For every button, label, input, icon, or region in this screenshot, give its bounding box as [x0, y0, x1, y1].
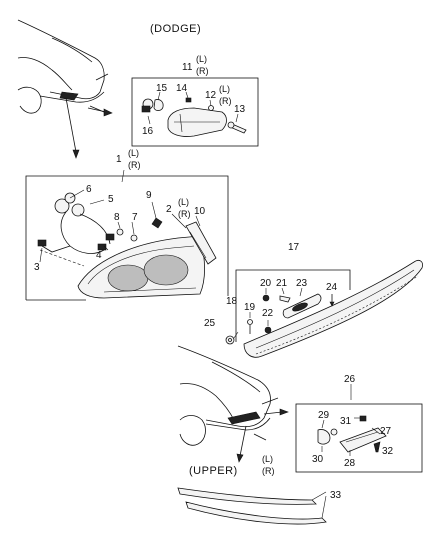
dodge-heading: (DODGE) — [150, 23, 201, 35]
callout-26: 26 — [344, 374, 356, 385]
callout-14: 14 — [176, 83, 188, 94]
tail-lamp-box — [25, 169, 229, 301]
callout-30: 30 — [312, 454, 324, 465]
callout-1-r: (R) — [128, 160, 141, 170]
upper-heading: (UPPER) — [189, 465, 238, 477]
callout-27: 27 — [380, 426, 392, 437]
callout-12-l: (L) — [219, 84, 230, 94]
callout-1-l: (L) — [128, 148, 139, 158]
callout-1: 1 — [116, 154, 122, 165]
callout-12: 12 — [205, 90, 217, 101]
callout-8: 8 — [114, 212, 120, 223]
license-lamp-box — [295, 384, 423, 473]
callout-3: 3 — [34, 262, 40, 273]
callout-19: 19 — [244, 302, 256, 313]
callout-25: 25 — [204, 318, 216, 329]
callout-5: 5 — [108, 194, 114, 205]
callout-29: 29 — [318, 410, 330, 421]
callout-20: 20 — [260, 278, 272, 289]
callout-9: 9 — [146, 190, 152, 201]
callout-33-r: (R) — [262, 466, 275, 476]
callout-32: 32 — [382, 446, 394, 457]
callout-11-l: (L) — [196, 54, 207, 64]
callout-33-l: (L) — [262, 454, 273, 464]
side-marker-box — [131, 77, 259, 147]
callout-15: 15 — [156, 83, 168, 94]
callout-22: 22 — [262, 308, 274, 319]
callout-labels: 11 (L) (R) 15 14 12 (L) (R) 13 16 1 (L) … — [34, 54, 394, 501]
callout-23: 23 — [296, 278, 308, 289]
callout-11: 11 — [182, 62, 193, 73]
rear-spoiler-group — [225, 260, 423, 358]
callout-13: 13 — [234, 104, 246, 115]
callout-24: 24 — [326, 282, 338, 293]
callout-16: 16 — [142, 126, 154, 137]
callout-12-r: (R) — [219, 96, 232, 106]
callout-31: 31 — [340, 416, 352, 427]
callout-33: 33 — [330, 490, 342, 501]
callout-11-r: (R) — [196, 66, 209, 76]
lower-car-rear-view — [177, 345, 279, 446]
callout-18: 18 — [226, 296, 238, 307]
callout-7: 7 — [132, 212, 138, 223]
top-car-rear-view — [17, 19, 109, 114]
callout-6: 6 — [86, 184, 92, 195]
callout-21: 21 — [276, 278, 288, 289]
callout-2-r: (R) — [178, 209, 191, 219]
top-car-arrows — [65, 97, 113, 159]
lower-car-arrows — [236, 408, 289, 463]
callout-17: 17 — [288, 242, 300, 253]
callout-2: 2 — [166, 204, 172, 215]
callout-2-l: (L) — [178, 197, 189, 207]
callout-28: 28 — [344, 458, 356, 469]
upper-moldings — [177, 487, 327, 525]
callout-10: 10 — [194, 206, 206, 217]
callout-4: 4 — [96, 250, 102, 261]
